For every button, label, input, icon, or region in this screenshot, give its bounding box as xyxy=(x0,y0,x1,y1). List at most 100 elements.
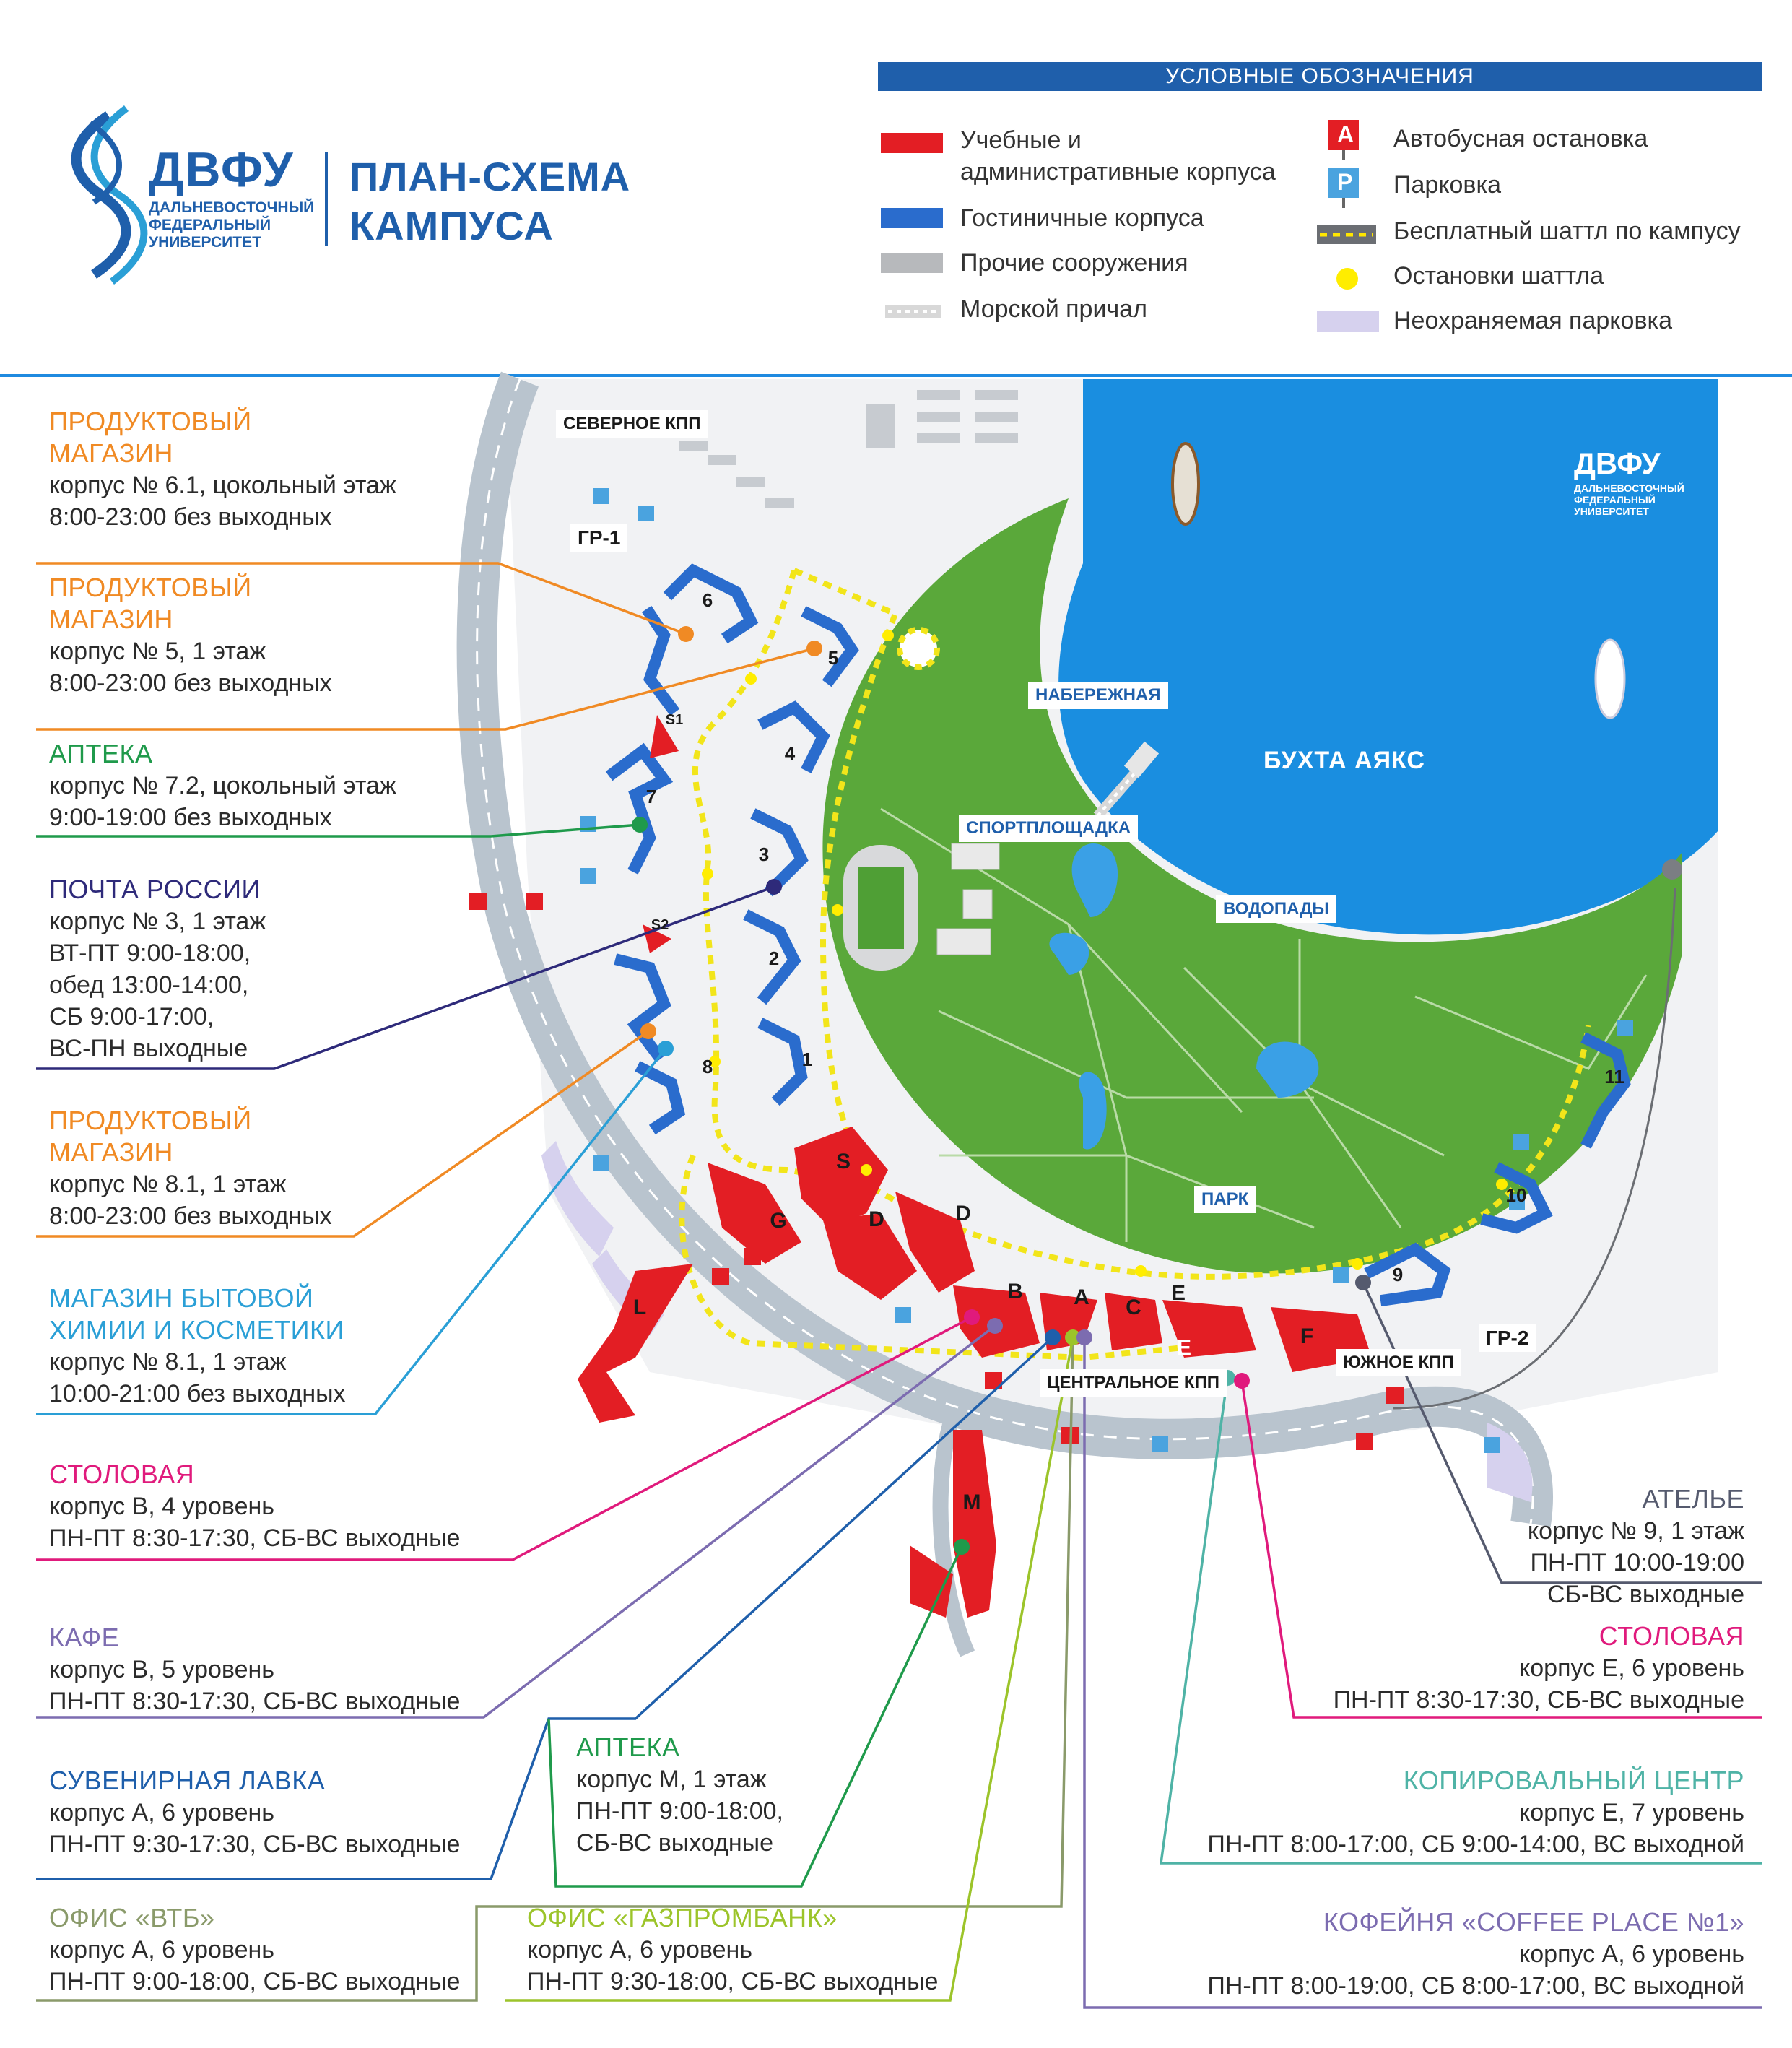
north-housing-blocks xyxy=(650,390,1018,508)
building-label-4: 4 xyxy=(784,742,796,764)
callout-title: АПТЕКА xyxy=(49,739,153,768)
callout-title: ПОЧТА РОССИИ xyxy=(49,875,261,904)
callout-pharmacy-7: АПТЕКА корпус № 7.2, цокольный этаж 9:00… xyxy=(49,738,396,833)
boat-icon xyxy=(1594,638,1626,719)
parkings-on-map xyxy=(580,488,1633,1453)
callout-line: ПН-ПТ 9:00-18:00, СБ-ВС выходные xyxy=(49,1968,461,1995)
callout-line: корпус № 3, 1 этаж xyxy=(49,908,266,935)
callout-line: ПН-ПТ 10:00-19:00 xyxy=(1530,1549,1744,1576)
building-label-e1: E xyxy=(1170,1281,1186,1305)
callout-souvenir-shop: СУВЕНИРНАЯ ЛАВКА корпус А, 6 уровень ПН-… xyxy=(49,1765,460,1860)
callout-line: корпус № 6.1, цокольный этаж xyxy=(49,472,396,499)
callout-cafe-b: КАФЕ корпус В, 5 уровень ПН-ПТ 8:30-17:3… xyxy=(49,1622,460,1717)
legend-item-shuttle: Бесплатный шаттл по кампусу xyxy=(1393,217,1741,245)
callout-canteen-b: СТОЛОВАЯ корпус В, 4 уровень ПН-ПТ 8:30-… xyxy=(49,1459,460,1554)
callout-title: ХИМИИ И КОСМЕТИКИ xyxy=(49,1315,344,1345)
sports-court xyxy=(962,889,993,919)
callout-line: 9:00-19:00 без выходных xyxy=(49,804,332,831)
callout-line: корпус № 5, 1 этаж xyxy=(49,638,266,665)
map-logo-abbr: ДВФУ xyxy=(1574,446,1661,480)
building-label-s: S xyxy=(835,1150,851,1173)
callout-line: 10:00-21:00 без выходных xyxy=(49,1380,346,1407)
legend-swatch-hotel xyxy=(881,208,943,228)
callout-line: корпус А, 6 уровень xyxy=(49,1936,274,1964)
callout-copy-center: КОПИРОВАЛЬНЫЙ ЦЕНТР корпус Е, 7 уровень … xyxy=(1207,1765,1744,1860)
sea-pier xyxy=(1093,741,1160,820)
callout-line: корпус А, 6 уровень xyxy=(1519,1940,1744,1968)
legend-item-bus-stop: Автобусная остановка xyxy=(1393,125,1648,152)
callout-line: корпус № 7.2, цокольный этаж xyxy=(49,772,396,799)
building-label-3: 3 xyxy=(758,843,770,865)
unguarded-parking xyxy=(541,1141,614,1257)
legend-swatch-other xyxy=(881,253,943,273)
south-gate-label: ЮЖНОЕ КПП xyxy=(1336,1349,1461,1376)
callout-title: СТОЛОВАЯ xyxy=(49,1459,195,1489)
building-label-11: 11 xyxy=(1604,1066,1624,1088)
legend-item-edu: Учебные и административные корпуса xyxy=(960,124,1276,188)
callout-line: корпус № 8.1, 1 этаж xyxy=(49,1348,287,1376)
building-label-9: 9 xyxy=(1392,1264,1404,1285)
callout-line: корпус № 9, 1 этаж xyxy=(1527,1517,1744,1545)
stadium xyxy=(843,845,918,971)
shuttle-route xyxy=(679,568,1591,1361)
callout-line: ВТ-ПТ 9:00-18:00, xyxy=(49,940,251,967)
bus-stops-on-map xyxy=(469,893,1404,1450)
building-label-5: 5 xyxy=(827,647,839,669)
callout-coffee-place: КОФЕЙНЯ «COFFEE PLACE №1» корпус А, 6 ур… xyxy=(1207,1906,1744,2002)
building-label-e2: E xyxy=(1176,1336,1191,1360)
page-title-line1: ПЛАН-СХЕМА xyxy=(349,154,631,199)
legend-label: административные корпуса xyxy=(960,158,1276,186)
callout-line: ПН-ПТ 9:30-18:00, СБ-ВС выходные xyxy=(527,1968,939,1995)
legend-shuttle-route-icon xyxy=(1317,225,1376,244)
callout-line: корпус В, 5 уровень xyxy=(49,1656,274,1683)
edu-buildings xyxy=(578,715,1372,1618)
callout-leaders xyxy=(36,562,1762,2009)
legend-title: УСЛОВНЫЕ ОБОЗНАЧЕНИЯ xyxy=(878,62,1762,91)
legend-bus-symbol: A xyxy=(1337,121,1354,147)
building-label-8: 8 xyxy=(702,1056,713,1077)
legend-item-hotel: Гостиничные корпуса xyxy=(960,204,1204,232)
east-roundabout xyxy=(1662,859,1682,880)
east-road xyxy=(1393,888,1676,1410)
legend-shuttle-stop-icon xyxy=(1336,268,1358,290)
callout-grocery-8: ПРОДУКТОВЫЙ МАГАЗИН корпус № 8.1, 1 этаж… xyxy=(49,1105,332,1232)
logo-abbr: ДВФУ xyxy=(149,142,295,197)
building-label-g: G xyxy=(770,1209,787,1233)
callout-title: КОФЕЙНЯ «COFFEE PLACE №1» xyxy=(1323,1907,1744,1937)
sports-court xyxy=(936,928,991,955)
callout-atelier: АТЕЛЬЕ корпус № 9, 1 этаж ПН-ПТ 10:00-19… xyxy=(1528,1483,1744,1610)
callout-line: ПН-ПТ 8:00-19:00, СБ 8:00-17:00, ВС выхо… xyxy=(1207,1972,1744,2000)
north-gate-label: СЕВЕРНОЕ КПП xyxy=(556,410,708,438)
building-label-b: B xyxy=(1007,1280,1023,1303)
callout-title: АТЕЛЬЕ xyxy=(1642,1484,1744,1514)
map-logo-line3: УНИВЕРСИТЕТ xyxy=(1574,506,1649,517)
bay-water xyxy=(1058,379,1718,935)
logo-line3: УНИВЕРСИТЕТ xyxy=(149,234,261,251)
callout-line: СБ 9:00-17:00, xyxy=(49,1003,214,1030)
legend-swatch-unguarded-parking xyxy=(1317,311,1379,332)
callout-canteen-e: СТОЛОВАЯ корпус Е, 6 уровень ПН-ПТ 8:30-… xyxy=(1334,1620,1744,1716)
callout-title: МАГАЗИН БЫТОВОЙ xyxy=(49,1283,314,1313)
callout-title: ОФИС «ВТБ» xyxy=(49,1903,215,1932)
callout-line: ПН-ПТ 8:30-17:30, СБ-ВС выходные xyxy=(49,1524,461,1552)
park-pond xyxy=(1049,932,1089,975)
callout-title: ПРОДУКТОВЫЙ xyxy=(49,1106,252,1135)
building-label-a: A xyxy=(1074,1285,1089,1309)
callout-line: ПН-ПТ 8:30-17:30, СБ-ВС выходные xyxy=(49,1688,461,1715)
building-label-10: 10 xyxy=(1505,1184,1527,1206)
callout-title: КАФЕ xyxy=(49,1623,120,1652)
legend-item-other: Прочие сооружения xyxy=(960,249,1188,277)
legend-item-unguarded-parking: Неохраняемая парковка xyxy=(1393,307,1673,334)
building-label-m: M xyxy=(962,1491,981,1514)
callout-line: ПН-ПТ 8:00-17:00, СБ 9:00-14:00, ВС выхо… xyxy=(1207,1831,1744,1858)
callout-title: КОПИРОВАЛЬНЫЙ ЦЕНТР xyxy=(1403,1766,1744,1795)
callout-line: корпус А, 6 уровень xyxy=(49,1799,274,1826)
building-label-f: F xyxy=(1300,1324,1314,1348)
page-title-line2: КАМПУСА xyxy=(349,203,554,248)
bay-label: БУХТА АЯКС xyxy=(1263,747,1425,774)
building-label-d2: D xyxy=(955,1202,971,1225)
callout-pharmacy-m: АПТЕКА корпус М, 1 этаж ПН-ПТ 9:00-18:00… xyxy=(576,1732,783,1859)
map-logo-line1: ДАЛЬНЕВОСТОЧНЫЙ xyxy=(1574,482,1684,494)
callout-line: ПН-ПТ 9:00-18:00, xyxy=(576,1797,783,1825)
legend-label: Учебные и xyxy=(960,126,1082,154)
